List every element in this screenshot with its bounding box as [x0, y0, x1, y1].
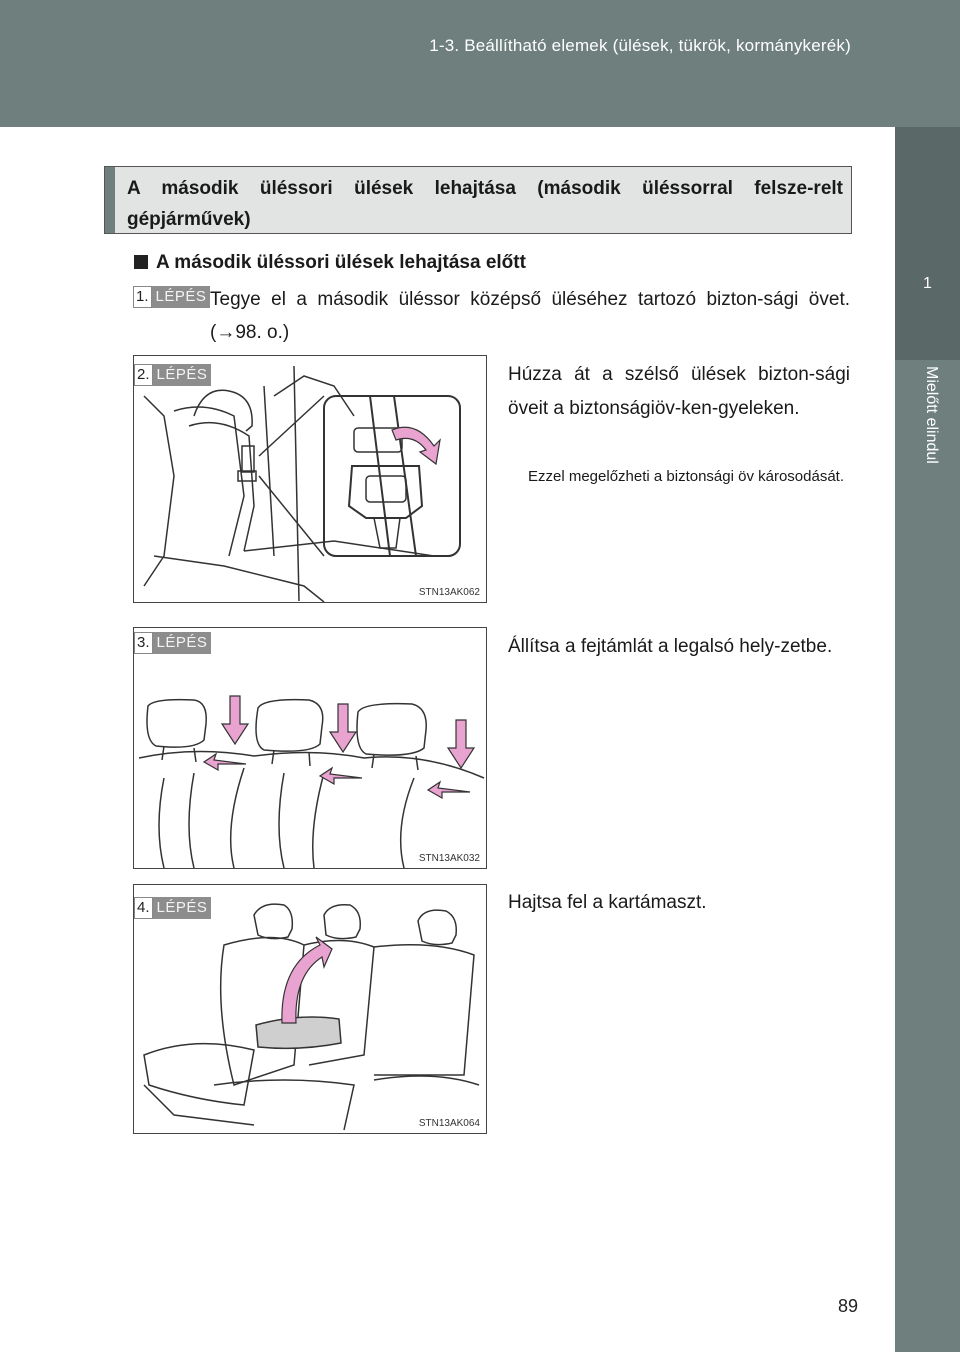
- armrest-illustration: [143, 903, 480, 1131]
- side-tab-section: [895, 360, 960, 1352]
- step-label: LÉPÉS: [152, 632, 212, 654]
- figure-code: STN13AK064: [418, 1118, 480, 1129]
- step-4-figure: 4.LÉPÉS STN13AK064: [133, 884, 487, 1134]
- step-label: LÉPÉS: [152, 897, 212, 919]
- step-2-figure: 2.LÉPÉS STN13AK062: [133, 355, 487, 603]
- figure-code: STN13AK032: [418, 853, 480, 864]
- step-label: LÉPÉS: [152, 364, 212, 386]
- step-2-text: Húzza át a szélső ülések bizton-sági öve…: [508, 364, 850, 419]
- step-3-figure: 3.LÉPÉS STN13AK032: [133, 627, 487, 869]
- section-title-box: A második üléssori ülések lehajtása (más…: [104, 166, 852, 234]
- step-number: 3.: [134, 632, 153, 654]
- bullet-square-icon: [134, 255, 148, 269]
- step-3-badge: 3.LÉPÉS: [134, 632, 212, 654]
- step-number: 1.: [133, 286, 152, 308]
- headrest-illustration: [138, 695, 485, 868]
- step-2-note: Ezzel megelőzheti a biztonsági öv károso…: [528, 468, 845, 485]
- step-number: 2.: [134, 364, 153, 386]
- step-number: 4.: [134, 897, 153, 919]
- subheading-text: A második üléssori ülések lehajtása előt…: [156, 252, 526, 273]
- chapter-label: Mielőtt elindul: [923, 366, 940, 464]
- figure-code: STN13AK062: [418, 587, 480, 598]
- step-2-badge: 2.LÉPÉS: [134, 364, 212, 386]
- chapter-heading: 1-3. Beállítható elemek (ülések, tükrök,…: [429, 36, 851, 55]
- page-number: 89: [838, 1296, 859, 1316]
- step-1-text: Tegye el a második üléssor középső ülésé…: [210, 289, 850, 343]
- step-1-badge: 1.LÉPÉS: [133, 286, 211, 308]
- subheading: A második üléssori ülések lehajtása előt…: [134, 252, 526, 274]
- side-tab-top: [895, 0, 960, 127]
- section-title: A második üléssori ülések lehajtása (más…: [127, 178, 843, 230]
- step-4-text: Hajtsa fel a kartámaszt.: [508, 892, 707, 913]
- step-label: LÉPÉS: [151, 286, 211, 308]
- header-bar: 1-3. Beállítható elemek (ülések, tükrök,…: [0, 0, 895, 127]
- seatbelt-illustration: [143, 365, 461, 602]
- step-3-text: Állítsa a fejtámlát a legalsó hely-zetbe…: [508, 636, 833, 657]
- step-4-badge: 4.LÉPÉS: [134, 897, 212, 919]
- section-accent: [105, 167, 115, 233]
- side-tab-chapter[interactable]: 1: [895, 127, 960, 360]
- chapter-number: 1: [923, 275, 932, 292]
